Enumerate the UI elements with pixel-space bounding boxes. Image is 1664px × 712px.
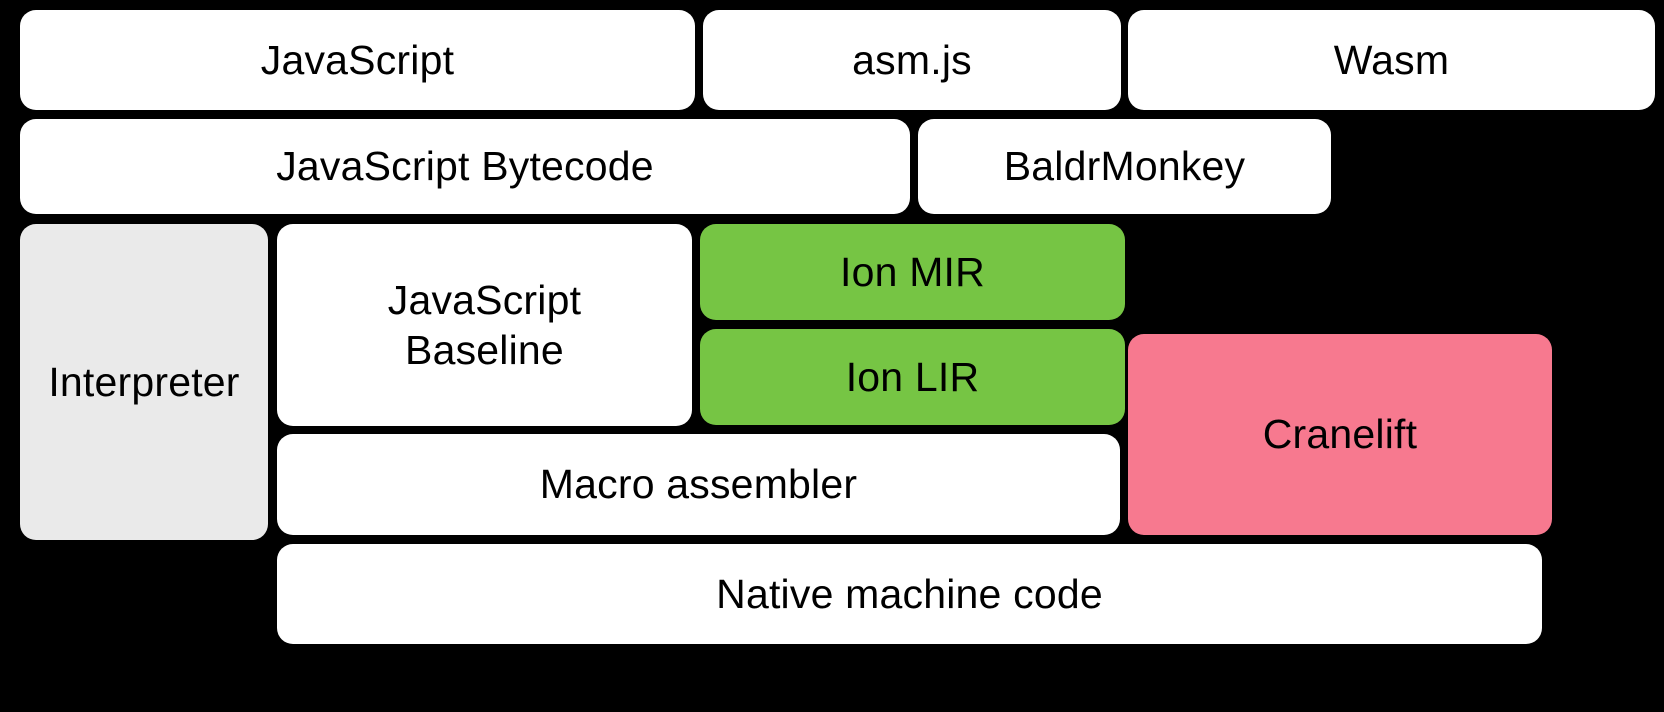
node-label-ion-mir: Ion MIR — [840, 248, 985, 295]
node-javascript-baseline: JavaScript Baseline — [277, 224, 692, 426]
node-label-javascript-bytecode: JavaScript Bytecode — [276, 143, 654, 190]
node-label-wasm: Wasm — [1333, 36, 1450, 83]
node-label-javascript: JavaScript — [260, 36, 455, 83]
node-label-asmjs: asm.js — [852, 36, 972, 83]
node-label-interpreter: Interpreter — [48, 358, 240, 405]
node-label-native-machine-code: Native machine code — [716, 570, 1103, 617]
node-javascript-bytecode: JavaScript Bytecode — [20, 119, 910, 214]
node-label-ion-lir: Ion LIR — [845, 353, 980, 400]
node-baldrmonkey: BaldrMonkey — [918, 119, 1331, 214]
node-asmjs: asm.js — [703, 10, 1121, 110]
node-ion-mir: Ion MIR — [700, 224, 1125, 320]
node-interpreter: Interpreter — [20, 224, 268, 540]
node-macro-assembler: Macro assembler — [277, 434, 1120, 535]
node-label-baldrmonkey: BaldrMonkey — [1003, 143, 1246, 190]
node-ion-lir: Ion LIR — [700, 329, 1125, 425]
node-label-cranelift: Cranelift — [1262, 411, 1418, 458]
node-native-machine-code: Native machine code — [277, 544, 1542, 644]
node-label-macro-assembler: Macro assembler — [539, 461, 858, 508]
node-label-javascript-baseline: JavaScript Baseline — [387, 276, 582, 373]
node-javascript: JavaScript — [20, 10, 695, 110]
node-wasm: Wasm — [1128, 10, 1655, 110]
node-cranelift: Cranelift — [1128, 334, 1552, 535]
